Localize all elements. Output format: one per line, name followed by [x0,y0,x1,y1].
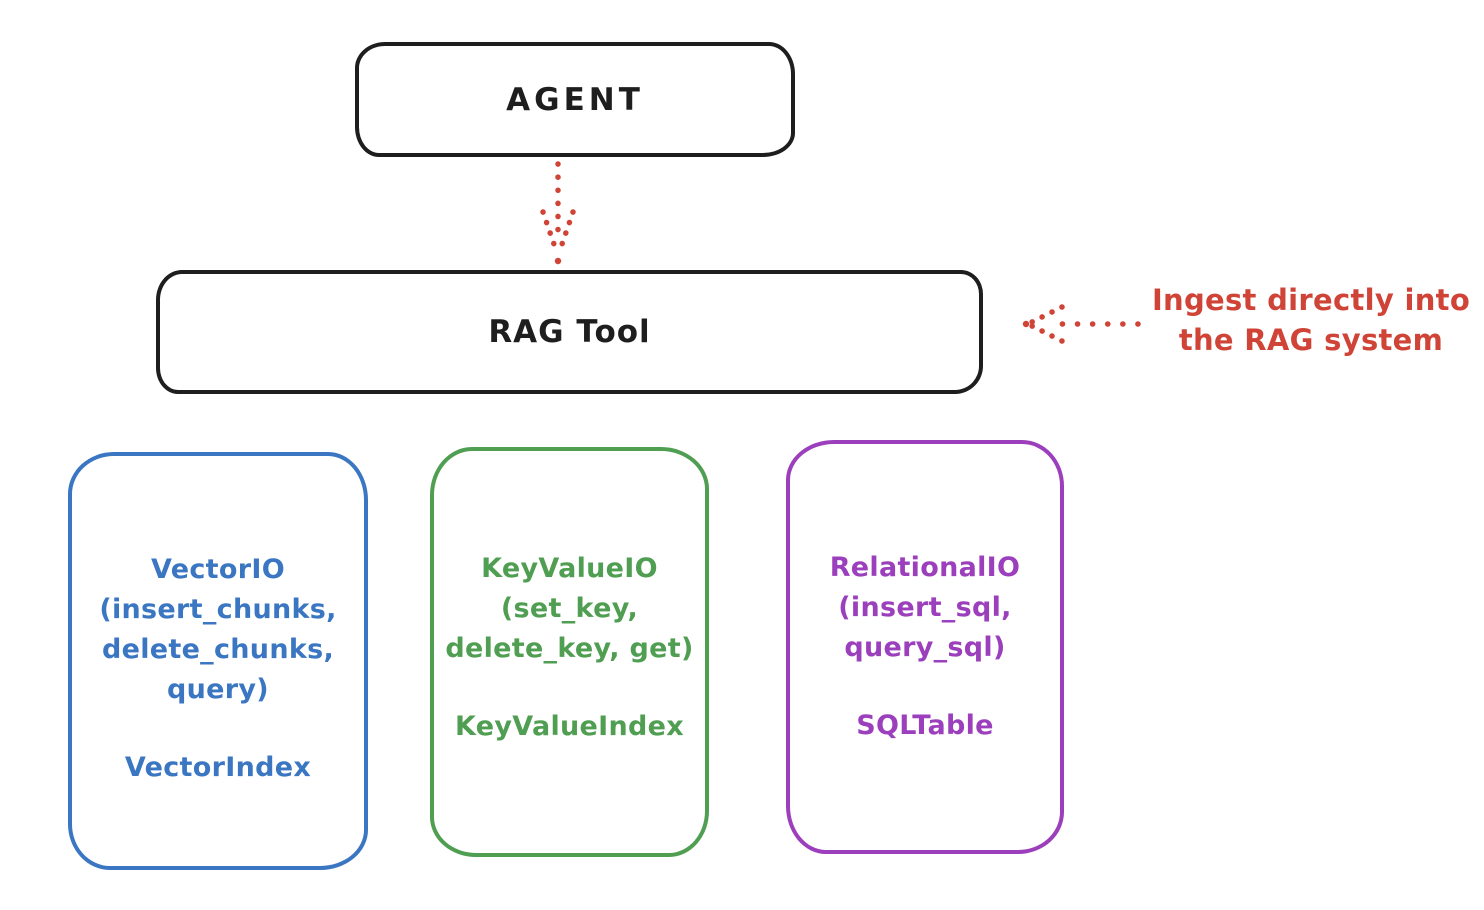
keyvalueio-line: delete_key, get) [445,633,694,664]
rag-tool-label: RAG Tool [488,314,651,350]
relationalio-line: RelationalIO [829,552,1021,583]
vectorio-line: delete_chunks, [101,634,335,665]
vectorio-line: query) [167,674,269,705]
backend-node-vectorio: VectorIO (insert_chunks, delete_chunks, … [68,452,368,870]
relationalio-index-label: SQLTable [856,710,994,741]
annotation-label: Ingest directly into the RAG system [1138,280,1484,360]
annotation-line-2: the RAG system [1178,323,1444,357]
agent-node: AGENT [355,42,795,157]
keyvalueio-line: KeyValueIO [481,553,658,584]
keyvalueio-method-list: KeyValueIO (set_key, delete_key, get) [445,549,693,669]
vectorio-index-label: VectorIndex [124,752,312,783]
agent-label: AGENT [506,81,644,118]
relationalio-line: query_sql) [844,632,1006,663]
rag-tool-node: RAG Tool [156,270,983,394]
vectorio-line: (insert_chunks, [99,594,337,625]
vectorio-line: VectorIO [151,554,285,585]
keyvalueio-index-label: KeyValueIndex [454,711,684,742]
keyvalueio-line: (set_key, [500,593,639,624]
relationalio-line: (insert_sql, [838,592,1012,623]
backend-node-relationalio: RelationalIO (insert_sql, query_sql) SQL… [786,440,1064,854]
backend-node-keyvalueio: KeyValueIO (set_key, delete_key, get) Ke… [430,447,709,857]
vectorio-method-list: VectorIO (insert_chunks, delete_chunks, … [99,550,336,710]
annotation-line-1: Ingest directly into [1151,283,1471,317]
dotted-arrow-down-icon [536,160,580,266]
relationalio-method-list: RelationalIO (insert_sql, query_sql) [830,548,1021,668]
dotted-arrow-left-icon [1018,298,1143,350]
